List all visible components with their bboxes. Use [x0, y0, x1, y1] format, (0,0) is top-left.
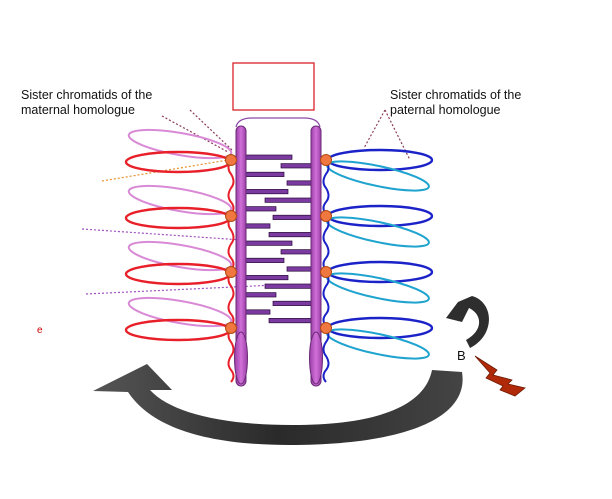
- transverse-filament: [286, 266, 312, 272]
- paternal-label-line2: paternal homologue: [390, 103, 501, 117]
- small-curved-arrow-icon: [446, 296, 489, 348]
- transverse-filament: [245, 275, 289, 281]
- paternal-label-line1: Sister chromatids of the: [390, 88, 522, 102]
- left-attachment-node: [225, 322, 237, 334]
- maternal-label-line1: Sister chromatids of the: [21, 88, 153, 102]
- transverse-filament: [245, 206, 277, 212]
- maternal-label-line2: maternal homologue: [21, 103, 135, 117]
- maternal-chromatid-strand: [227, 215, 235, 271]
- maternal-sister-loop: [127, 128, 233, 160]
- right-axis-end: [309, 331, 323, 385]
- transverse-filament: [264, 197, 312, 203]
- maternal-chromatid-strand: [227, 271, 235, 327]
- transverse-filament: [245, 309, 271, 315]
- paternal-sister-loop: [326, 216, 430, 248]
- transverse-filament: [286, 180, 312, 186]
- paternal-sister-loop: [326, 272, 430, 304]
- attachment-nodes: [225, 154, 332, 334]
- marker-e: e: [37, 325, 43, 336]
- left-attachment-node: [225, 154, 237, 166]
- transverse-filament: [245, 257, 285, 263]
- transverse-filament: [245, 292, 277, 298]
- paternal-loops: [322, 148, 434, 383]
- paternal-chromatid-strand: [322, 327, 330, 383]
- paternal-chromatid-strand: [322, 271, 330, 327]
- maternal-homologue-label: Sister chromatids of the maternal homolo…: [21, 88, 152, 118]
- left-lateral-axis: [235, 125, 247, 387]
- transverse-filament: [245, 154, 293, 160]
- lightning-icon: [474, 355, 526, 397]
- transverse-filament: [280, 163, 312, 169]
- right-attachment-node: [320, 322, 332, 334]
- maternal-chromatid-strand: [227, 159, 235, 215]
- maternal-chromatid-strand: [227, 327, 235, 383]
- transverse-filament: [245, 171, 285, 177]
- transverse-filament: [268, 318, 312, 324]
- maternal-sister-loop: [127, 296, 233, 328]
- marker-b: B: [457, 348, 466, 363]
- right-attachment-node: [320, 154, 332, 166]
- paternal-sister-loop: [326, 160, 430, 192]
- transverse-filament: [245, 189, 289, 195]
- paternal-chromatid-strand: [322, 215, 330, 271]
- right-lateral-axis: [310, 125, 322, 387]
- paternal-sister-loop: [326, 328, 430, 360]
- transverse-filaments: [245, 154, 312, 324]
- transverse-filament: [280, 249, 312, 255]
- maternal-sister-loop: [127, 240, 233, 272]
- left-attachment-node: [225, 266, 237, 278]
- curved-arrow-icon: [93, 364, 463, 445]
- complex-bracket: [235, 117, 321, 128]
- transverse-filament: [272, 214, 312, 220]
- left-axis-end: [234, 331, 248, 385]
- lateral-axes: [234, 125, 323, 387]
- transverse-filament: [268, 232, 312, 238]
- maternal-loops: [124, 128, 235, 383]
- right-attachment-node: [320, 210, 332, 222]
- right-attachment-node: [320, 266, 332, 278]
- transverse-filament: [272, 300, 312, 306]
- transverse-filament: [245, 223, 271, 229]
- paternal-homologue-label: Sister chromatids of the paternal homolo…: [390, 88, 521, 118]
- transverse-filament: [264, 283, 312, 289]
- paternal-chromatid-strand: [322, 159, 330, 215]
- empty-label-box: [232, 62, 315, 111]
- maternal-sister-loop: [127, 184, 233, 216]
- left-attachment-node: [225, 210, 237, 222]
- transverse-filament: [245, 240, 293, 246]
